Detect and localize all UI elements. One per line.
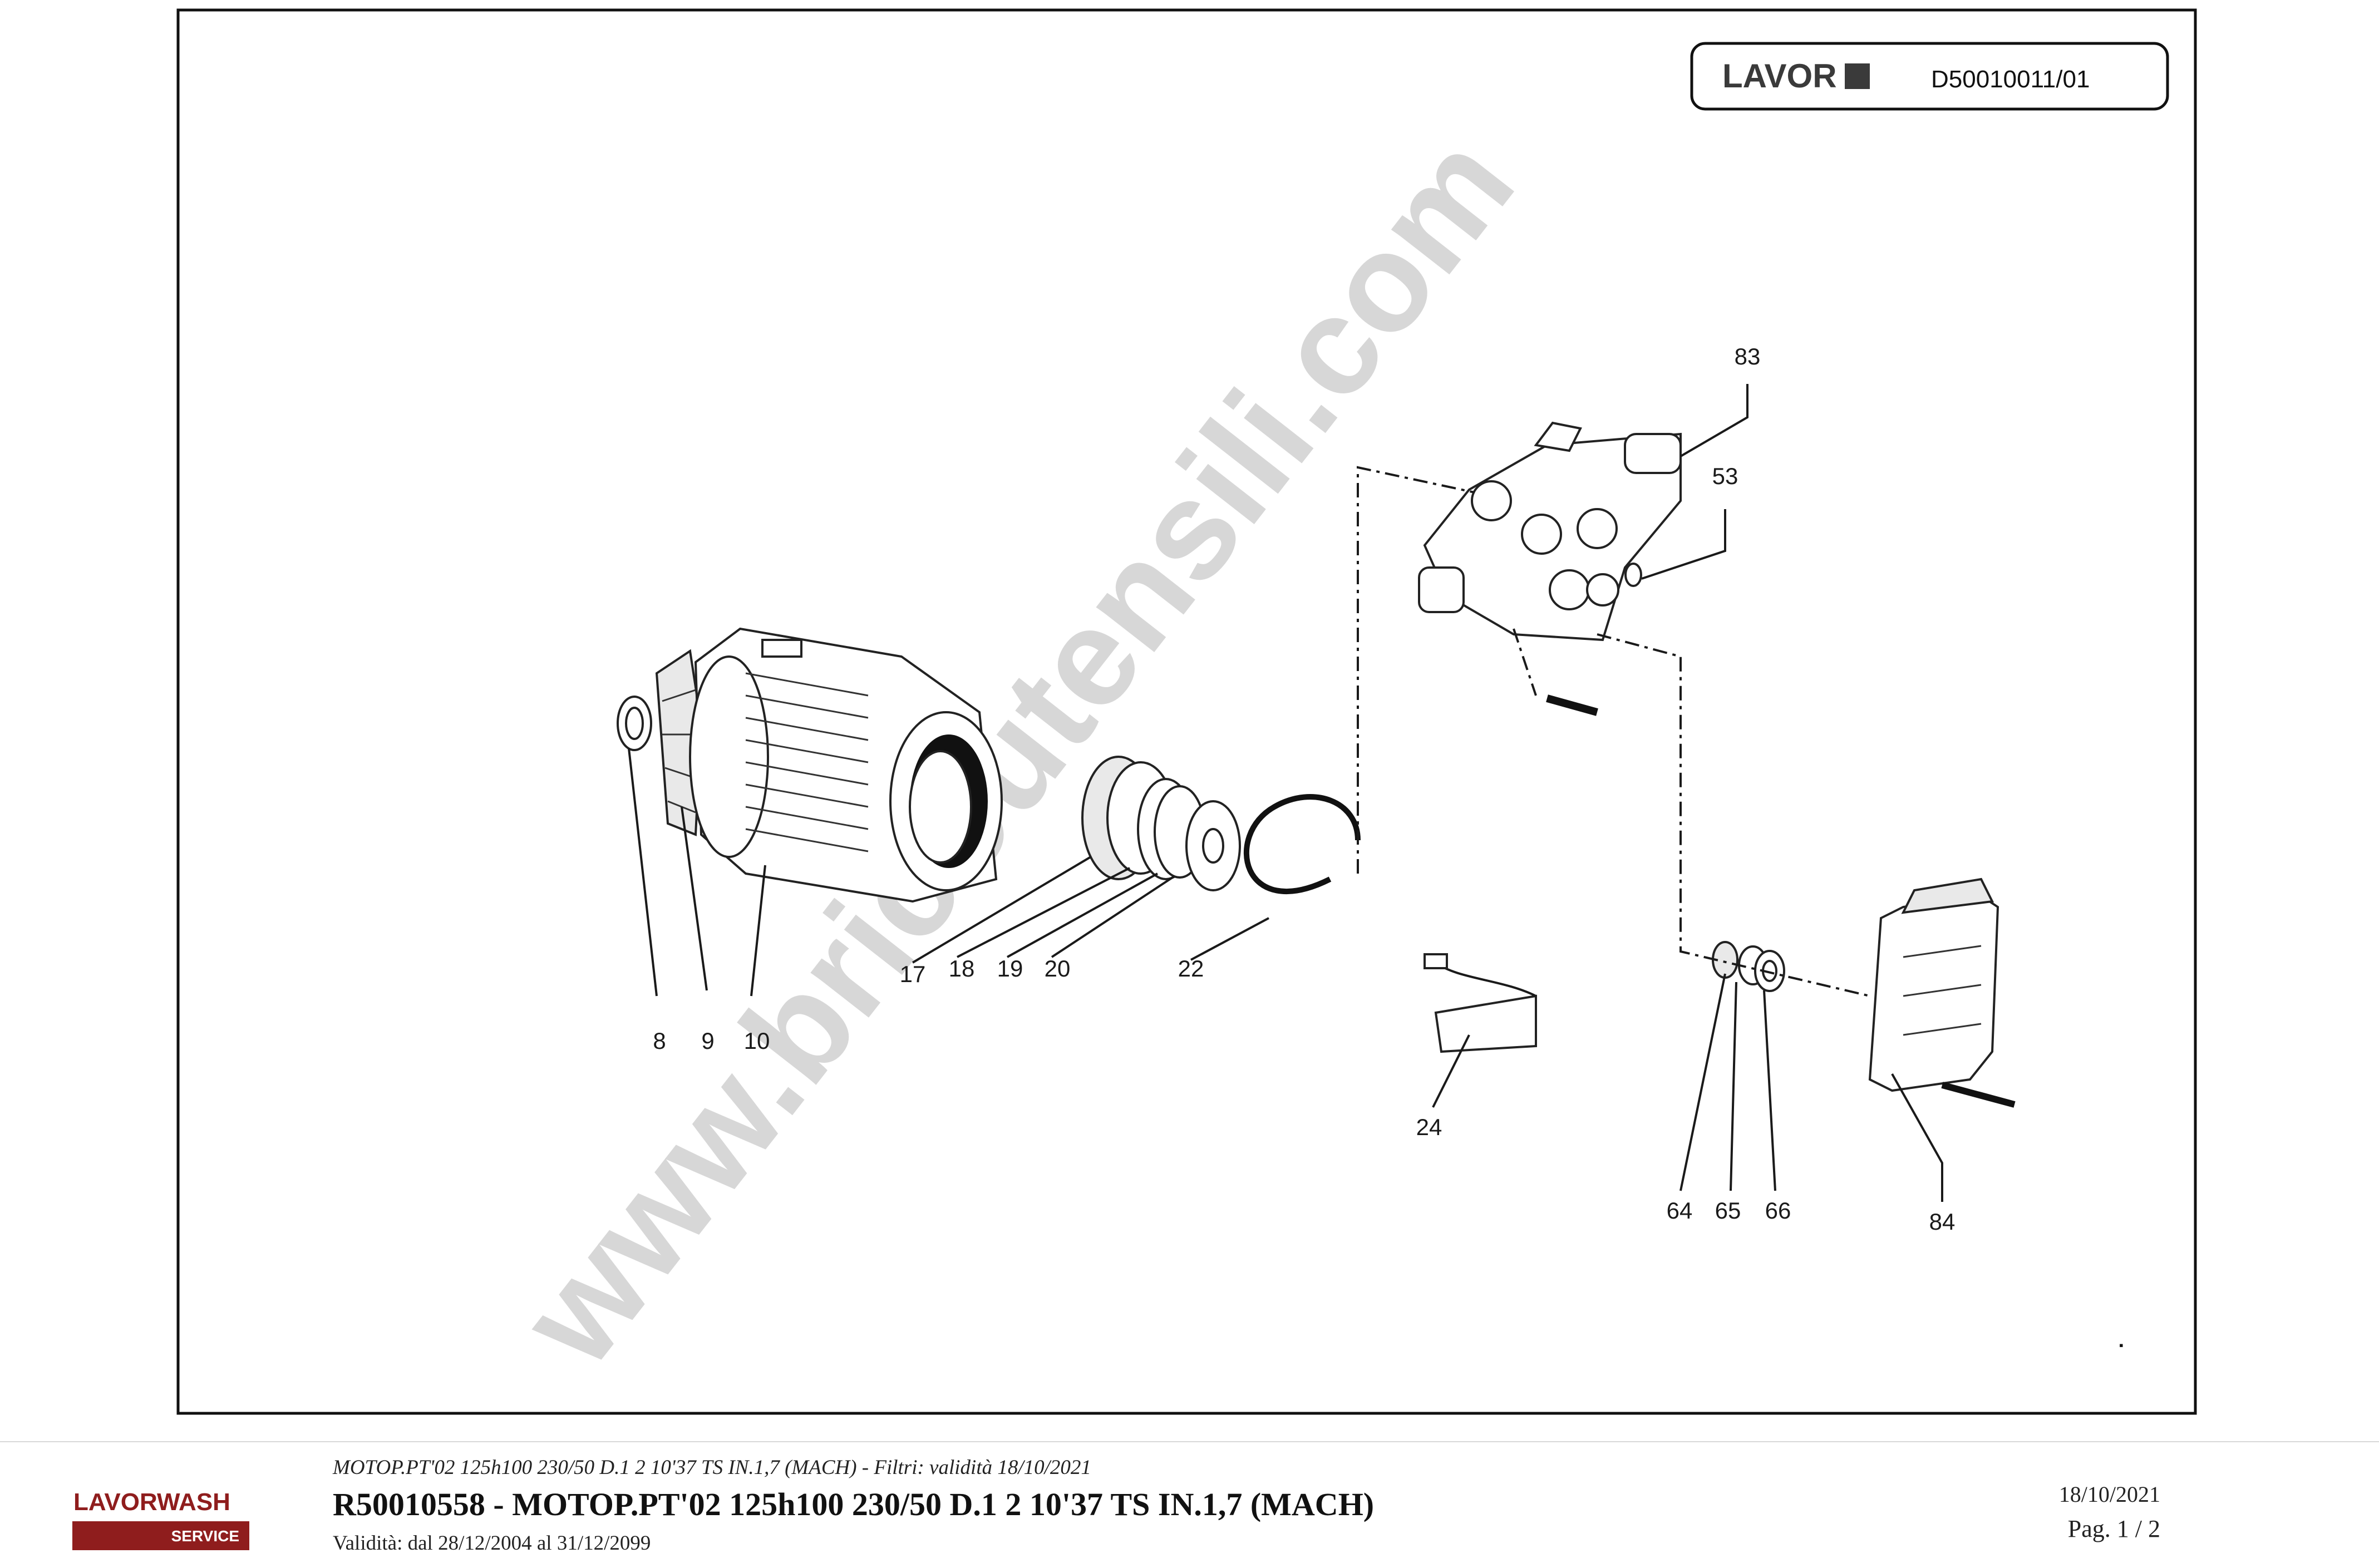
callout-83: 83	[1735, 343, 1761, 369]
leader-8	[628, 748, 658, 997]
leader-20	[1051, 875, 1175, 958]
pump-port-2	[1521, 514, 1562, 555]
switch-body	[1434, 994, 1537, 1053]
header-frame	[1690, 42, 2169, 111]
seal-ring-8-inner	[625, 707, 644, 740]
assembly-line-2	[1513, 628, 1537, 696]
callout-19: 19	[997, 955, 1023, 982]
footer-title: R50010558 - MOTOP.PT'02 125h100 230/50 D…	[333, 1486, 1375, 1522]
pump-port-1	[1471, 480, 1512, 521]
manifold-body	[1868, 894, 1999, 1092]
leader-19	[1007, 872, 1158, 958]
callout-9: 9	[701, 1028, 714, 1054]
leader-22	[1190, 917, 1269, 961]
callout-18: 18	[949, 955, 975, 982]
pump-screw	[1546, 694, 1598, 716]
callout-22: 22	[1178, 955, 1204, 982]
pressure-switch-24	[1424, 953, 1537, 1053]
manifold-top	[1901, 877, 1994, 914]
washer-20-hole	[1202, 828, 1224, 864]
assembly-line-3	[1597, 633, 1870, 997]
motor-end-cap	[689, 655, 769, 858]
manifold-screw	[1941, 1082, 2016, 1108]
leader-66	[1763, 990, 1776, 1191]
switch-cable	[1435, 961, 1536, 997]
pump-cap	[1534, 421, 1582, 452]
o-ring-53	[1624, 563, 1642, 587]
leader-24	[1432, 1034, 1470, 1108]
drawing-frame	[176, 8, 2197, 1415]
swashplate-group	[1081, 756, 1241, 891]
leader-64	[1679, 973, 1726, 1191]
callout-65: 65	[1715, 1197, 1741, 1224]
lavorwash-service-logo: LAVORWASH SERVICE	[72, 1488, 249, 1550]
logo-band	[72, 1521, 249, 1550]
callout-24: 24	[1416, 1114, 1442, 1140]
watermark-text: www.bricoutensili.com	[490, 107, 1543, 1393]
callout-10: 10	[744, 1028, 770, 1054]
assembly-line-1	[1357, 466, 1475, 874]
motor-cooling-fins	[745, 672, 869, 852]
footer-page-number: Pag. 1 / 2	[2067, 1515, 2160, 1542]
leader-18	[957, 867, 1130, 958]
pump-port-4	[1549, 569, 1590, 610]
leader-53	[1641, 509, 1726, 580]
callout-84: 84	[1929, 1209, 1956, 1235]
footer-date: 18/10/2021	[2058, 1482, 2160, 1507]
header-box: LAVOR D50010011/01	[1690, 42, 2169, 111]
callout-53: 53	[1712, 463, 1738, 489]
header-brand-mark	[1845, 63, 1870, 89]
callout-17: 17	[900, 961, 926, 987]
leader-9	[681, 806, 708, 991]
terminal-block	[761, 639, 802, 658]
manifold-ribs	[1903, 945, 1982, 1036]
leader-83	[1679, 384, 1748, 457]
leader-84	[1891, 1073, 1943, 1202]
logo-sub-text: SERVICE	[171, 1527, 239, 1545]
corner-mark: ▪	[2119, 1338, 2124, 1352]
callout-64: 64	[1667, 1197, 1693, 1224]
header-brand: LAVOR	[1722, 57, 1837, 95]
leader-lines	[628, 384, 1943, 1202]
footer-subtitle: MOTOP.PT'02 125h100 230/50 D.1 2 10'37 T…	[333, 1456, 1091, 1479]
leader-10	[750, 865, 766, 997]
pump-port-3	[1577, 508, 1618, 549]
switch-connector	[1424, 953, 1448, 969]
pump-port-5	[1586, 573, 1619, 607]
callout-numbers: 8 9 10 17 18 19 20 22 24 64 65 66 84 83 …	[653, 343, 1955, 1235]
fan-9-blades	[662, 689, 699, 813]
footer-validity: Validità: dal 28/12/2004 al 31/12/2099	[333, 1532, 651, 1555]
page-footer: LAVORWASH SERVICE MOTOP.PT'02 125h100 23…	[0, 1441, 2379, 1568]
callout-8: 8	[653, 1028, 666, 1054]
leader-17	[912, 856, 1092, 964]
pump-outlet	[1624, 433, 1682, 474]
motor-flange-bore	[909, 750, 972, 864]
header-doc-code: D50010011/01	[1931, 66, 2090, 93]
callout-66: 66	[1765, 1197, 1791, 1224]
callout-20: 20	[1045, 955, 1071, 982]
logo-text: LAVORWASH	[73, 1488, 230, 1516]
leader-65	[1730, 982, 1737, 1191]
circlip-22	[1243, 794, 1361, 894]
manifold-84	[1868, 877, 2016, 1108]
pump-inlet	[1418, 566, 1465, 613]
motor-assembly	[617, 627, 1003, 903]
pump-head-83	[1418, 421, 1682, 716]
